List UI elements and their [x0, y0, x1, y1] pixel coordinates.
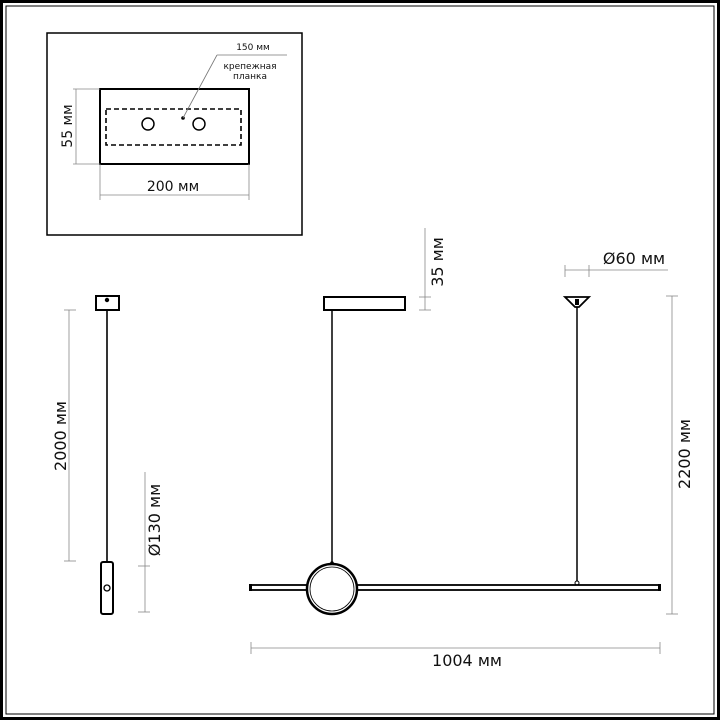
screw-hole-right	[192, 117, 206, 131]
bracket-caption-line2: планка	[233, 72, 267, 82]
front-canopy	[323, 296, 406, 311]
canopy-width-label: 200 мм	[147, 179, 199, 195]
canopy-height-label: 55 мм	[60, 104, 76, 147]
light-ring	[305, 562, 359, 616]
cup-diameter-label: Ø60 мм	[603, 249, 665, 268]
canopy-height-dim-label: 35 мм	[428, 237, 447, 287]
side-ring-profile	[100, 561, 114, 615]
side-view: 2000 мм Ø130 мм	[51, 295, 164, 615]
total-height-label: 2200 мм	[675, 419, 694, 489]
outer-frame-thin	[5, 5, 715, 715]
bar-length-label: 1004 мм	[432, 651, 502, 670]
canopy-plate-outline	[99, 88, 250, 165]
front-view: 35 мм Ø60 мм 2200 мм 1004 мм	[249, 228, 694, 670]
mounting-bracket-dashed	[105, 108, 242, 146]
bracket-caption-line1: крепежная	[223, 62, 276, 72]
bracket-width-label: 150 мм	[236, 43, 270, 53]
ring-diameter-label: Ø130 мм	[145, 484, 164, 556]
inset-canopy-detail: 150 мм крепежная планка 55 мм 200 мм	[46, 32, 303, 236]
cable-cup	[562, 296, 592, 308]
screw-hole-left	[141, 117, 155, 131]
cable-length-label: 2000 мм	[51, 401, 70, 471]
